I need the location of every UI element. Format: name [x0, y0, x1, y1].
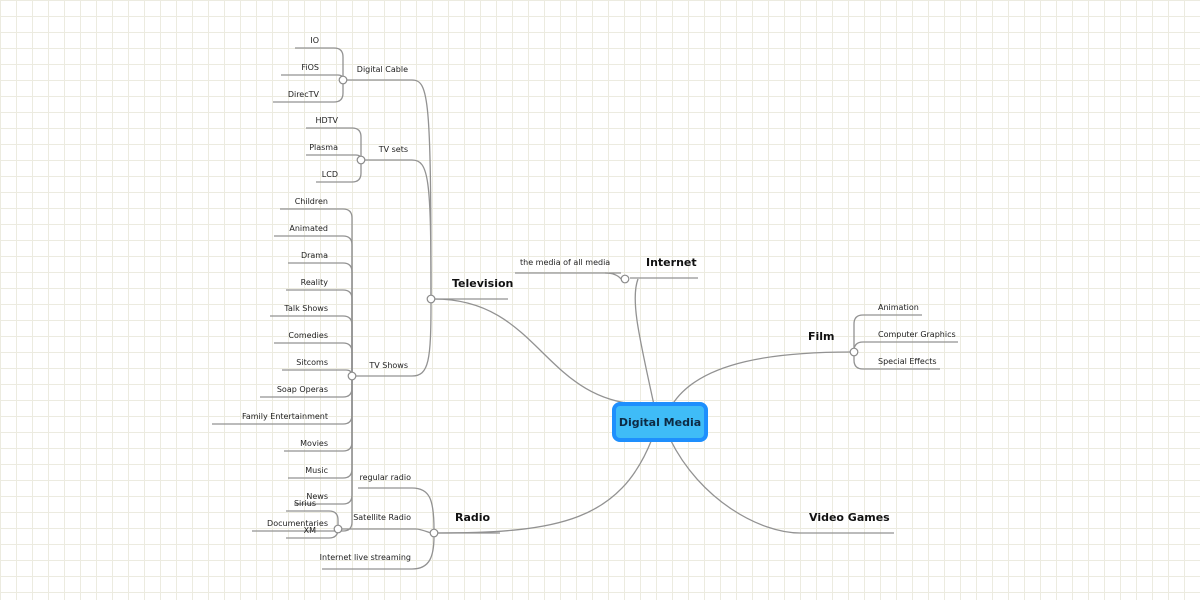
leaf-news-label[interactable]: News — [306, 492, 328, 501]
leaf-children-label[interactable]: Children — [295, 197, 328, 206]
radio-collapse-knob[interactable] — [429, 528, 439, 538]
edge-central-to-film — [671, 351, 852, 406]
leaf-hdtv-connector — [351, 127, 362, 160]
leaf-drama-connector — [342, 262, 353, 376]
internet-live-streaming-connector — [411, 535, 435, 570]
branch-video-games-label[interactable]: Video Games — [809, 511, 890, 524]
edge-central-to-internet — [634, 278, 655, 406]
leaf-xm-label[interactable]: XM — [304, 526, 316, 535]
leaf-news-connector — [342, 376, 353, 505]
leaf-family-entertainment-connector — [342, 376, 353, 425]
television-collapse-knob[interactable] — [426, 294, 436, 304]
leaf-hdtv-label[interactable]: HDTV — [315, 116, 338, 125]
central-topic-label: Digital Media — [618, 415, 702, 429]
tv-sets-collapse-knob[interactable] — [356, 155, 366, 165]
leaf-comedies-label[interactable]: Comedies — [288, 331, 328, 340]
satellite-radio-connector — [415, 528, 432, 534]
leaf-movies-connector — [342, 376, 353, 452]
leaf-internet-live-streaming-label[interactable]: Internet live streaming — [320, 553, 411, 562]
branch-television-label[interactable]: Television — [452, 277, 513, 290]
leaf-animated-connector — [342, 235, 353, 376]
leaf-lcd-label[interactable]: LCD — [322, 170, 338, 179]
leaf-sirius-label[interactable]: Sirius — [294, 499, 316, 508]
film-collapse-knob[interactable] — [849, 347, 859, 357]
leaf-documentaries-connector — [342, 376, 353, 532]
tv-sets-connector — [411, 159, 432, 297]
edge-central-to-television — [433, 298, 651, 406]
leaf-music-label[interactable]: Music — [305, 466, 328, 475]
leaf-plasma-label[interactable]: Plasma — [309, 143, 338, 152]
leaf-animation-label[interactable]: Animation — [878, 303, 919, 312]
leaf-lcd-connector — [351, 160, 362, 183]
leaf-sirius-connector — [328, 510, 339, 529]
branch-radio-label[interactable]: Radio — [455, 511, 491, 524]
tv-shows-connector — [411, 301, 432, 377]
leaf-sitcoms-label[interactable]: Sitcoms — [296, 358, 328, 367]
leaf-special-effects-label[interactable]: Special Effects — [878, 357, 937, 366]
leaf-music-connector — [342, 376, 353, 479]
leaf-special-effects-connector — [853, 352, 864, 370]
central-topic-digital-media[interactable]: Digital Media — [612, 402, 708, 442]
leaf-reality-connector — [342, 289, 353, 376]
regular-radio-connector — [411, 487, 435, 531]
satellite-radio-collapse-knob[interactable] — [333, 524, 343, 534]
edge-central-to-video-games — [669, 438, 801, 534]
leaf-talk-shows-label[interactable]: Talk Shows — [283, 304, 328, 313]
internet-collapse-knob[interactable] — [620, 274, 630, 284]
digital-cable-collapse-knob[interactable] — [338, 75, 348, 85]
leaf-directv-label[interactable]: DirecTV — [288, 90, 320, 99]
tv-sets-label[interactable]: TV sets — [378, 145, 408, 154]
tv-shows-collapse-knob[interactable] — [347, 371, 357, 381]
leaf-talk-shows-connector — [342, 315, 353, 376]
tv-shows-label[interactable]: TV Shows — [368, 361, 408, 370]
branch-internet-label[interactable]: Internet — [646, 256, 697, 269]
leaf-the-media-of-all-media-label[interactable]: the media of all media — [520, 258, 610, 267]
leaf-family-entertainment-label[interactable]: Family Entertainment — [242, 412, 328, 421]
digital-cable-label[interactable]: Digital Cable — [357, 65, 408, 74]
leaf-regular-radio-label[interactable]: regular radio — [359, 473, 411, 482]
leaf-directv-connector — [333, 80, 344, 103]
leaf-soap-operas-label[interactable]: Soap Operas — [277, 385, 328, 394]
leaf-fios-label[interactable]: FiOS — [301, 63, 319, 72]
leaf-documentaries-label[interactable]: Documentaries — [267, 519, 328, 528]
leaf-comedies-connector — [342, 342, 353, 376]
leaf-io-label[interactable]: IO — [310, 36, 319, 45]
leaf-computer-graphics-label[interactable]: Computer Graphics — [878, 330, 956, 339]
leaf-animated-label[interactable]: Animated — [289, 224, 328, 233]
branch-film-label[interactable]: Film — [808, 330, 835, 343]
leaf-movies-label[interactable]: Movies — [300, 439, 328, 448]
leaf-io-connector — [333, 47, 344, 80]
leaf-satellite-radio-label[interactable]: Satellite Radio — [353, 513, 411, 522]
leaf-animation-connector — [853, 314, 864, 352]
leaf-reality-label[interactable]: Reality — [301, 278, 329, 287]
leaf-drama-label[interactable]: Drama — [301, 251, 328, 260]
media-of-all-media-connector — [604, 272, 622, 280]
leaf-children-connector — [342, 208, 353, 376]
edge-central-to-radio — [436, 438, 653, 534]
